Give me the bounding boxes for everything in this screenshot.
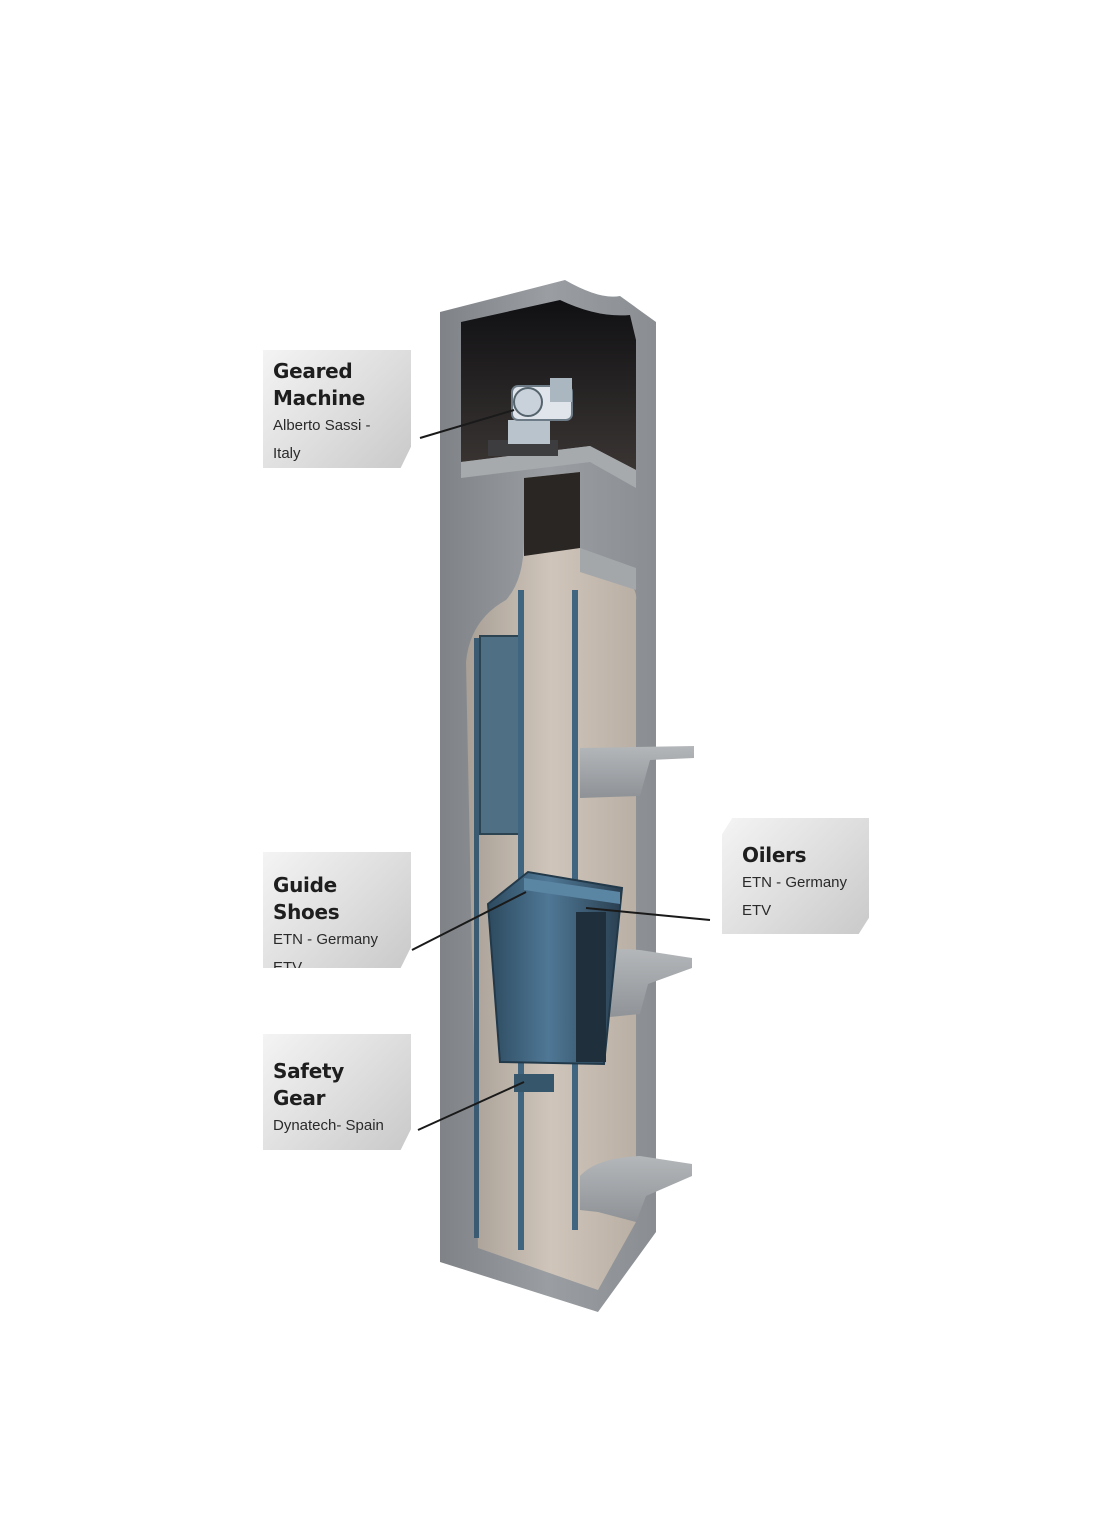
guide-rail-left: [474, 638, 479, 1238]
callout-title: Oilers: [742, 843, 807, 867]
callout-manufacturer: ETN - Germany: [742, 874, 848, 891]
leader-line-oilers: [585, 907, 711, 921]
floor-slab-upper: [580, 548, 636, 590]
callout-geared-machine: Geared Machine Alberto Sassi - Italy ETV: [263, 350, 411, 468]
ledge-lower: [580, 1156, 692, 1222]
callout-manufacturer: ETN - Germany: [273, 931, 379, 948]
callout-guide-shoes: Guide Shoes ETN - Germany ETV: [263, 852, 411, 968]
ledge-upper: [580, 746, 694, 798]
geared-machine-unit: [488, 378, 573, 456]
leader-line-guide-shoes: [411, 891, 527, 951]
callout-title: Geared: [273, 359, 353, 383]
shaft-top-recess: [524, 472, 580, 556]
cabin-sling-top: [524, 878, 620, 904]
safety-gear-assembly: [514, 1074, 554, 1092]
counterweight: [479, 635, 523, 835]
callout-title: Machine: [273, 386, 366, 410]
leader-line-geared-machine: [419, 409, 515, 439]
cabin-door: [576, 912, 606, 1062]
callout-brand: ETV: [273, 959, 303, 976]
callout-safety-gear: Safety Gear Dynatech- Spain: [263, 1034, 411, 1150]
callout-brand: ETV: [742, 902, 772, 919]
callout-manufacturer: Alberto Sassi - Italy: [273, 417, 371, 462]
callout-title: Guide Shoes: [273, 873, 340, 924]
leader-line-safety-gear: [417, 1081, 525, 1131]
machine-room-slab: [461, 446, 636, 488]
callout-oilers: Oilers ETN - Germany ETV: [722, 818, 869, 934]
callout-manufacturer: Dynatech- Spain: [273, 1117, 384, 1134]
callout-title: Safety Gear: [273, 1059, 344, 1110]
